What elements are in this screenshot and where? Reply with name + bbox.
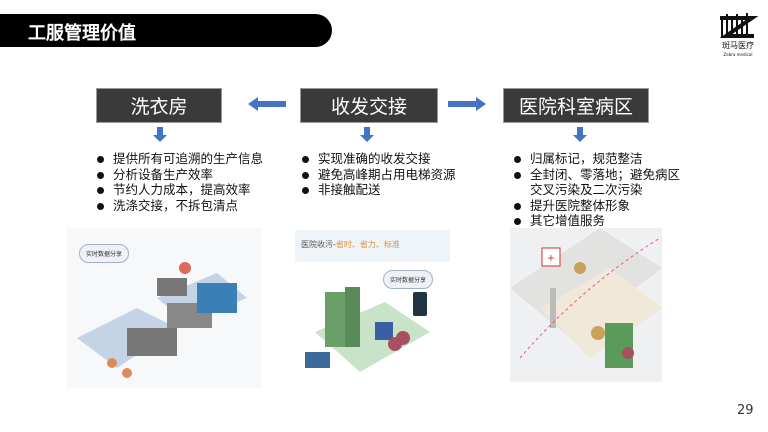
cloud-data-share: 实时数据分享: [79, 244, 130, 263]
bullet-item: 节约人力成本，提高效率: [95, 182, 285, 198]
hospital-ward-label: 医院科室病区: [518, 96, 633, 118]
handover-label: 收发交接: [330, 96, 407, 118]
bullet-item: 全封闭、零落地；避免病区交叉污染及二次污染: [512, 167, 684, 198]
laundry-illustration: 实时数据分享: [67, 228, 262, 388]
page-number: 29: [737, 403, 754, 418]
handover-header: 医院收污-省时、省力、标准: [295, 230, 450, 262]
arrow-down-icon: [153, 127, 167, 142]
header-prefix: 医院收污-: [301, 240, 336, 249]
svg-text:斑马医疗: 斑马医疗: [722, 40, 754, 50]
arrow-left-icon: [248, 97, 286, 111]
handover-box: 收发交接: [300, 88, 438, 123]
hospital-ward-illustration: +: [510, 228, 662, 382]
bullet-item: 提升医院整体形象: [512, 198, 684, 214]
bullet-item: 其它增值服务: [512, 213, 684, 229]
handover-bullets: 实现准确的收发交接 避免高峰期占用电梯资源 非接触配送: [300, 151, 480, 198]
laundry-label: 洗衣房: [130, 96, 188, 118]
arrow-down-icon: [573, 127, 587, 142]
arrow-down-icon: [360, 127, 374, 142]
header-highlight: 省时、省力、标准: [335, 240, 400, 249]
bullet-item: 分析设备生产效率: [95, 167, 285, 183]
svg-text:Zebra medical: Zebra medical: [724, 52, 753, 57]
svg-text:+: +: [547, 253, 555, 264]
hospital-ward-box: 医院科室病区: [503, 88, 649, 123]
laundry-box: 洗衣房: [96, 88, 222, 123]
hospital-bullets: 归属标记，规范整洁 全封闭、零落地；避免病区交叉污染及二次污染 提升医院整体形象…: [512, 151, 684, 229]
bullet-item: 非接触配送: [300, 182, 480, 198]
bullet-item: 洗涤交接，不拆包清点: [95, 198, 285, 214]
slide-title: 工服管理价值: [28, 23, 136, 44]
bullet-item: 避免高峰期占用电梯资源: [300, 167, 480, 183]
cloud-data-share: 实时数据分享: [383, 270, 434, 289]
bullet-item: 实现准确的收发交接: [300, 151, 480, 167]
laundry-bullets: 提供所有可追溯的生产信息 分析设备生产效率 节约人力成本，提高效率 洗涤交接，不…: [95, 151, 285, 213]
zebra-medical-logo: 斑马医疗 Zebra medical: [719, 13, 759, 57]
bullet-item: 提供所有可追溯的生产信息: [95, 151, 285, 167]
bullet-item: 归属标记，规范整洁: [512, 151, 684, 167]
arrow-right-icon: [448, 97, 486, 111]
title-bar: 工服管理价值: [0, 14, 332, 47]
handover-illustration: 医院收污-省时、省力、标准 实时数据分享: [295, 230, 450, 378]
